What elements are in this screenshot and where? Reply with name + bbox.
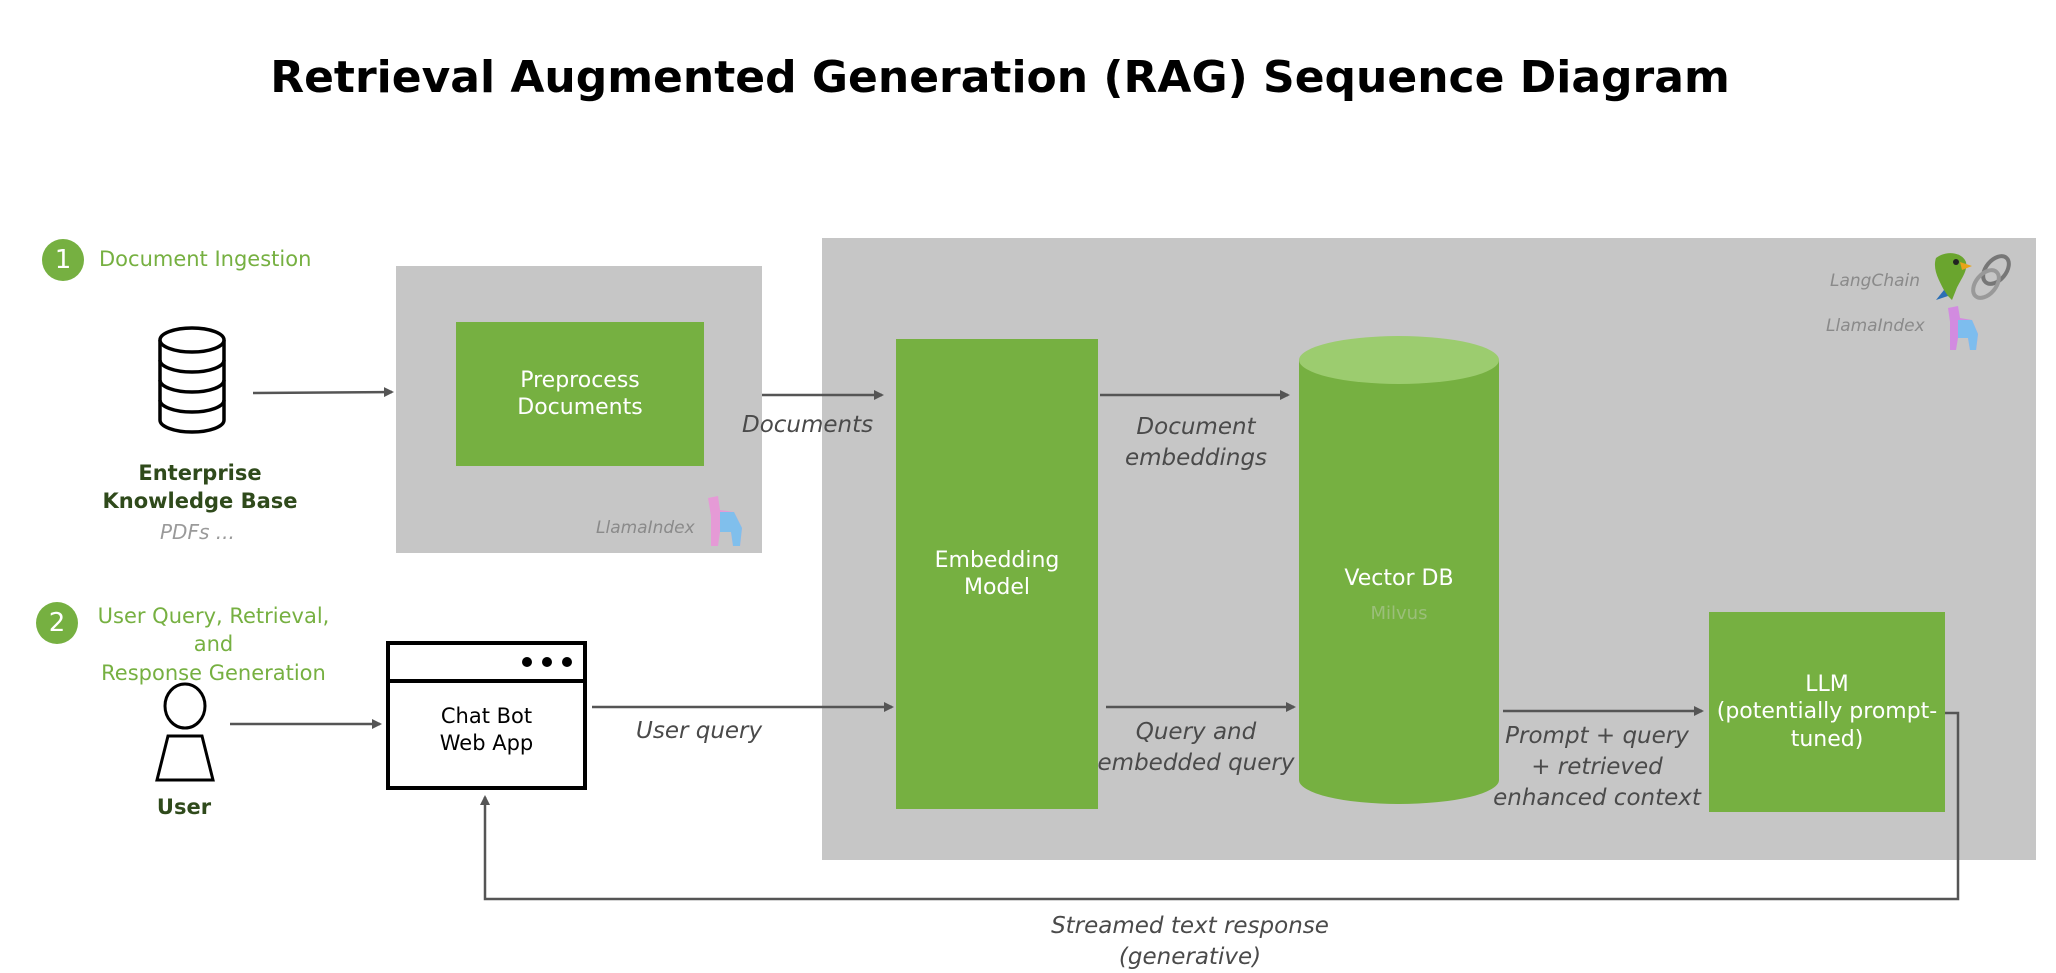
step-2-label-line1: User Query, Retrieval, and <box>97 604 330 657</box>
step-2-label-line2: Response Generation <box>101 660 326 685</box>
step-1-label: Document Ingestion <box>99 247 312 271</box>
doc-embeddings-line2: embeddings <box>1124 445 1268 472</box>
prompt-line2: + retrieved <box>1531 754 1663 781</box>
user-icon <box>155 682 215 782</box>
knowledge-base-label: Enterprise Knowledge Base <box>100 459 300 516</box>
llm-box[interactable]: LLM (potentially prompt- tuned) <box>1709 612 1945 812</box>
llamaindex-logo-icon <box>708 496 742 546</box>
window-dot-icon <box>522 657 532 667</box>
query-embedded-line2: embedded query <box>1097 750 1295 777</box>
llm-line1: LLM <box>1805 671 1849 697</box>
step-2-badge: 2 <box>36 602 78 644</box>
prompt-line3: enhanced context <box>1493 785 1701 812</box>
llamaindex-logo-text: LlamaIndex <box>1826 316 1925 336</box>
knowledge-base-sub: PDFs ... <box>160 520 235 544</box>
doc-embeddings-edge-label: Document embeddings <box>1106 412 1286 474</box>
chat-bot-line2: Web App <box>439 731 534 756</box>
query-embedded-edge-label: Query and embedded query <box>1096 717 1296 779</box>
user-label: User <box>156 795 212 819</box>
chat-window-titlebar <box>390 645 583 683</box>
vector-db-label: Vector DB <box>1344 566 1454 591</box>
window-dot-icon <box>562 657 572 667</box>
knowledge-base-label-line1: Enterprise <box>138 461 262 485</box>
langchain-logo-text: LangChain <box>1830 271 1921 291</box>
documents-edge-label: Documents <box>742 412 874 438</box>
llm-line3: tuned) <box>1790 726 1864 752</box>
window-dot-icon <box>542 657 552 667</box>
vector-db-cylinder[interactable] <box>1299 336 1499 804</box>
step-1-badge: 1 <box>42 239 84 281</box>
llm-line2: (potentially prompt- <box>1716 699 1938 725</box>
prompt-line1: Prompt + query <box>1505 723 1689 749</box>
chat-bot-line1: Chat Bot <box>440 704 533 728</box>
prompt-edge-label: Prompt + query + retrieved enhanced cont… <box>1492 721 1702 814</box>
llamaindex-logo-icon <box>1948 306 1978 350</box>
database-icon <box>158 326 226 434</box>
embedding-line2: Model <box>963 575 1031 600</box>
chat-bot-window[interactable]: Chat Bot Web App <box>386 641 587 790</box>
preprocess-documents-box[interactable]: Preprocess Documents <box>456 322 704 466</box>
kb-to-preprocess-arrow <box>252 387 394 398</box>
chat-bot-label: Chat Bot Web App <box>390 683 583 758</box>
diagram-title: Retrieval Augmented Generation (RAG) Seq… <box>270 52 1730 103</box>
doc-embeddings-line1: Document <box>1136 414 1256 440</box>
step-2-label: User Query, Retrieval, and Response Gene… <box>86 602 341 687</box>
langchain-logo-icon <box>1934 253 2011 300</box>
streamed-response-arrow <box>480 711 1960 901</box>
user-query-edge-label: User query <box>636 718 763 744</box>
preprocess-llamaindex-text: LlamaIndex <box>596 518 695 538</box>
query-embedded-line1: Query and <box>1135 719 1257 745</box>
preprocess-line2: Documents <box>517 395 643 420</box>
preprocess-line1: Preprocess <box>520 367 640 393</box>
embedding-model-box[interactable]: Embedding Model <box>896 339 1098 809</box>
embedding-line1: Embedding <box>934 547 1060 573</box>
vector-db-sub-label: Milvus <box>1370 603 1428 624</box>
knowledge-base-label-line2: Knowledge Base <box>102 489 298 514</box>
